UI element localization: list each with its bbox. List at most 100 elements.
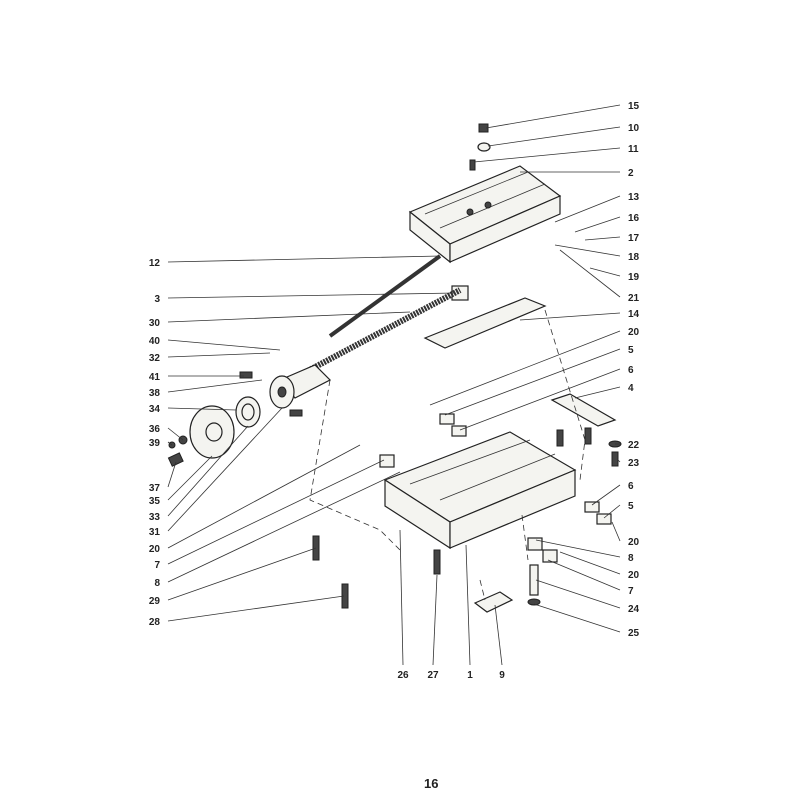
leader-line <box>167 407 237 411</box>
leader-line <box>167 459 385 565</box>
leader-line <box>167 379 263 393</box>
callout-label: 4 <box>628 383 634 394</box>
leader-line <box>559 249 621 298</box>
leader-line <box>432 574 438 666</box>
callout-label: 21 <box>628 293 640 304</box>
plate-part <box>451 425 467 437</box>
bolt-part <box>584 427 592 445</box>
leader-line <box>167 425 249 517</box>
callout-label: 29 <box>149 596 161 607</box>
callout-label: 32 <box>149 353 161 364</box>
leader-line <box>167 444 361 549</box>
callout-label: 13 <box>628 192 640 203</box>
leader-line <box>519 312 621 321</box>
callout-label: 5 <box>628 501 634 512</box>
callout-label: 34 <box>149 404 161 415</box>
leader-line <box>617 459 621 463</box>
leader-line <box>167 547 317 601</box>
callout-label: 25 <box>628 628 640 639</box>
callout-label: 27 <box>427 670 439 681</box>
leader-line <box>554 244 621 257</box>
leader-line <box>535 579 621 609</box>
leader-line <box>554 195 621 223</box>
callout-label: 20 <box>628 570 640 581</box>
leader-line <box>167 595 345 622</box>
callout-label: 10 <box>628 123 640 134</box>
top-screws <box>469 123 491 171</box>
leader-line <box>167 441 173 446</box>
callout-label: 22 <box>628 440 640 451</box>
callout-label: 28 <box>149 617 161 628</box>
callout-label: 6 <box>628 481 634 492</box>
callout-label: 20 <box>628 537 640 548</box>
callout-label: 11 <box>628 144 639 155</box>
leader-line <box>167 407 283 532</box>
gib-bar <box>550 393 617 427</box>
leader-line <box>584 236 621 241</box>
leader-line <box>167 455 213 501</box>
leader-line <box>167 339 281 351</box>
bolt-part <box>529 564 539 596</box>
callout-label: 19 <box>628 272 640 283</box>
callout-label: 2 <box>628 168 634 179</box>
callout-label: 24 <box>628 604 640 615</box>
leader-line <box>574 216 621 233</box>
callout-label: 14 <box>628 309 640 320</box>
leader-line <box>591 484 621 506</box>
leader-line <box>473 147 621 163</box>
plate-part <box>439 413 455 425</box>
callout-label: 26 <box>397 670 409 681</box>
callout-label: 38 <box>149 388 161 399</box>
leader-line <box>485 104 621 129</box>
callout-label: 15 <box>628 101 640 112</box>
callout-label: 33 <box>149 512 161 523</box>
callout-label: 16 <box>628 213 640 224</box>
callout-label: 20 <box>149 544 161 555</box>
callout-label: 7 <box>154 560 160 571</box>
callout-label: 12 <box>149 258 161 269</box>
bracket-part <box>542 549 558 563</box>
leader-line <box>533 603 621 633</box>
bolt-part <box>556 429 564 447</box>
leader-line <box>589 267 621 277</box>
callout-label: 8 <box>154 578 160 589</box>
leader-line <box>167 352 271 358</box>
callout-label: 9 <box>499 670 505 681</box>
callout-labels: 1510112131617181921142056422236520820724… <box>149 101 640 681</box>
cover-plate <box>423 297 547 349</box>
plate-part <box>596 513 612 525</box>
leader-line <box>459 368 621 431</box>
leader-line <box>603 504 621 519</box>
leader-line <box>574 386 621 399</box>
leader-line <box>167 461 177 488</box>
callout-label: 31 <box>149 527 161 538</box>
parts-drawing <box>167 123 622 613</box>
callout-label: 36 <box>149 424 161 435</box>
callout-label: 41 <box>149 372 161 383</box>
callout-label: 8 <box>628 553 634 564</box>
leader-line <box>167 255 441 263</box>
handwheel-assembly <box>167 371 303 467</box>
callout-label: 18 <box>628 252 640 263</box>
gib-strip <box>328 254 442 338</box>
callout-label: 39 <box>149 438 161 449</box>
leader-line <box>429 330 621 406</box>
bolt-part <box>611 451 619 467</box>
leader-line <box>167 427 184 441</box>
leader-line <box>167 292 456 299</box>
leader-line <box>167 311 411 323</box>
callout-label: 5 <box>628 345 634 356</box>
callout-label: 40 <box>149 336 161 347</box>
clamp-part <box>473 591 514 613</box>
leader-line <box>444 348 621 416</box>
page-number: 16 <box>424 776 438 791</box>
bracket-part <box>527 537 543 551</box>
callout-label: 35 <box>149 496 161 507</box>
callout-label: 23 <box>628 458 640 469</box>
callout-label: 7 <box>628 586 634 597</box>
callout-label: 37 <box>149 483 161 494</box>
leader-line <box>611 521 621 542</box>
bearing-housing <box>269 364 332 409</box>
callout-label: 1 <box>467 670 473 681</box>
